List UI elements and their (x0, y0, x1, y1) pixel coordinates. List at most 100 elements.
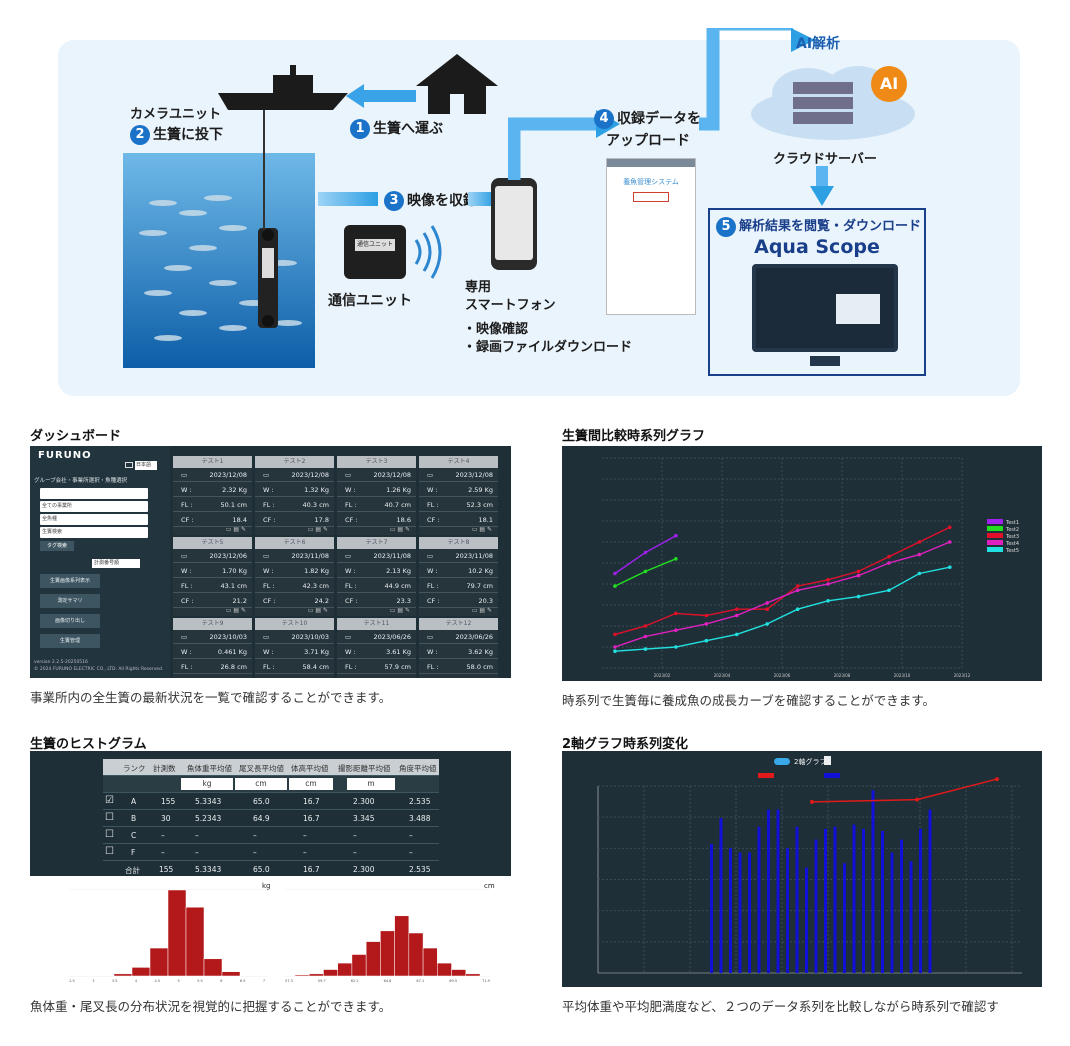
histogram-bar (451, 969, 467, 977)
timeseries-title: 生簀間比較時系列グラフ (562, 429, 706, 444)
legend-swatch (987, 519, 1003, 524)
histogram-caption: 魚体重・尾叉長の分布状況を視覚的に把握することができます。 (30, 999, 392, 1014)
bar (881, 831, 884, 973)
legend-label: Test3 (1005, 534, 1019, 540)
data-point (704, 613, 709, 618)
bar (738, 852, 742, 973)
card-weight-row: W :2.13 Kg (337, 564, 416, 578)
side-button-2[interactable]: 測定サマリ (40, 594, 100, 608)
card-length-row: FL :44.9 cm (337, 579, 416, 593)
side-button-1[interactable]: 生簀画像系列表示 (40, 574, 100, 588)
card-title: テスト1 (173, 456, 252, 468)
group-select[interactable] (40, 488, 148, 499)
card-length-row: FL :40.3 cm (255, 498, 334, 512)
length-unit-select[interactable]: cm (235, 778, 287, 790)
side-button-4[interactable]: 生簀管理 (40, 634, 100, 648)
card-action-icons[interactable]: ▭ ▤ ✎ (307, 607, 328, 614)
x-tick-label: 2.5 (69, 979, 75, 983)
card-action-icons[interactable]: ▭ ▤ ✎ (225, 607, 246, 614)
height-unit-select[interactable]: cm (289, 778, 333, 790)
data-point (948, 540, 952, 544)
camera-icon: ▭ (181, 552, 188, 560)
bar (719, 818, 723, 973)
rank-checkbox[interactable]: ☐ (105, 829, 114, 840)
card-weight-row: W :1.70 Kg (173, 564, 252, 578)
boat-icon (218, 65, 348, 110)
office-select[interactable]: 全ての事業所 (40, 501, 148, 512)
card-action-icons[interactable]: ▭ ▤ ✎ (307, 526, 328, 533)
dual-axis-toggle[interactable] (774, 758, 790, 765)
card-date-row: ▭2023/12/08 (173, 468, 252, 482)
tag-search-button[interactable]: タグ検索 (40, 541, 74, 551)
weight-unit-select[interactable]: kg (181, 778, 233, 790)
card-cf-row: CF :18.6 (337, 513, 416, 527)
comm-unit-label: 通信ユニット (328, 293, 412, 309)
card-date-row: ▭2023/12/08 (337, 468, 416, 482)
card-action-icons[interactable]: ▭ ▤ ✎ (471, 607, 492, 614)
arrow-right (318, 192, 378, 206)
card-length-row: FL :43.1 cm (173, 579, 252, 593)
x-tick-label: 59.7 (318, 979, 326, 983)
mail-icon[interactable] (125, 462, 133, 468)
card-action-icons[interactable]: ▭ ▤ ✎ (389, 607, 410, 614)
x-tick-label: 2023/08 (834, 673, 851, 678)
data-point (887, 588, 891, 593)
histogram-title: 生簀のヒストグラム (30, 737, 147, 752)
card-cf-row: CF :17.8 (255, 513, 334, 527)
card-date-row: ▭2023/12/08 (255, 468, 334, 482)
side-button-3[interactable]: 画像切り出し (40, 614, 100, 628)
rank-checkbox[interactable]: ☐ (105, 812, 114, 823)
card-action-icons[interactable]: ▭ ▤ ✎ (389, 526, 410, 533)
histogram-bar (131, 967, 151, 977)
card-action-icons[interactable]: ▭ ▤ ✎ (471, 526, 492, 533)
legend-label: Test5 (1005, 548, 1019, 554)
card-length-row: FL :26.8 cm (173, 660, 252, 674)
dashboard-screenshot: FURUNO 日本語 グループ会社・事業所選択・魚種選択 全ての事業所 全魚種 … (30, 446, 511, 678)
sort-select[interactable]: 計測番号順 (92, 559, 140, 568)
species-select[interactable]: 全魚種 (40, 514, 148, 525)
rank-checkbox[interactable]: ☑ (105, 795, 114, 806)
card-action-icons[interactable]: ▭ ▤ ✎ (225, 526, 246, 533)
distance-unit-select[interactable]: m (347, 778, 395, 790)
data-point (643, 634, 648, 639)
card-length-row: FL :42.3 cm (255, 579, 334, 593)
histogram-bar (365, 941, 381, 977)
bar (900, 839, 903, 973)
pen-search-input[interactable]: 生簀検索 (40, 527, 148, 538)
card-length-row: FL :50.1 cm (173, 498, 252, 512)
data-point (643, 647, 648, 651)
camera-icon: ▭ (427, 633, 434, 641)
histogram-bar (394, 915, 410, 977)
card-weight-row: W :1.82 Kg (255, 564, 334, 578)
data-point (613, 649, 617, 653)
bar (871, 790, 875, 973)
x-tick-label: 2023/12 (954, 673, 971, 678)
data-point (643, 624, 648, 628)
rank-checkbox[interactable]: ☐ (105, 846, 114, 857)
dual-title: 2軸グラフ時系列変化 (562, 737, 689, 752)
data-point (765, 607, 769, 611)
language-select[interactable]: 日本語 (135, 461, 157, 470)
bar (843, 863, 846, 973)
x-tick-label: 2023/10 (894, 673, 911, 678)
download-icon[interactable] (824, 756, 831, 765)
bar (919, 828, 922, 973)
card-date-row: ▭2023/11/08 (255, 549, 334, 563)
bar (862, 828, 865, 973)
camera-icon: ▭ (427, 552, 434, 560)
